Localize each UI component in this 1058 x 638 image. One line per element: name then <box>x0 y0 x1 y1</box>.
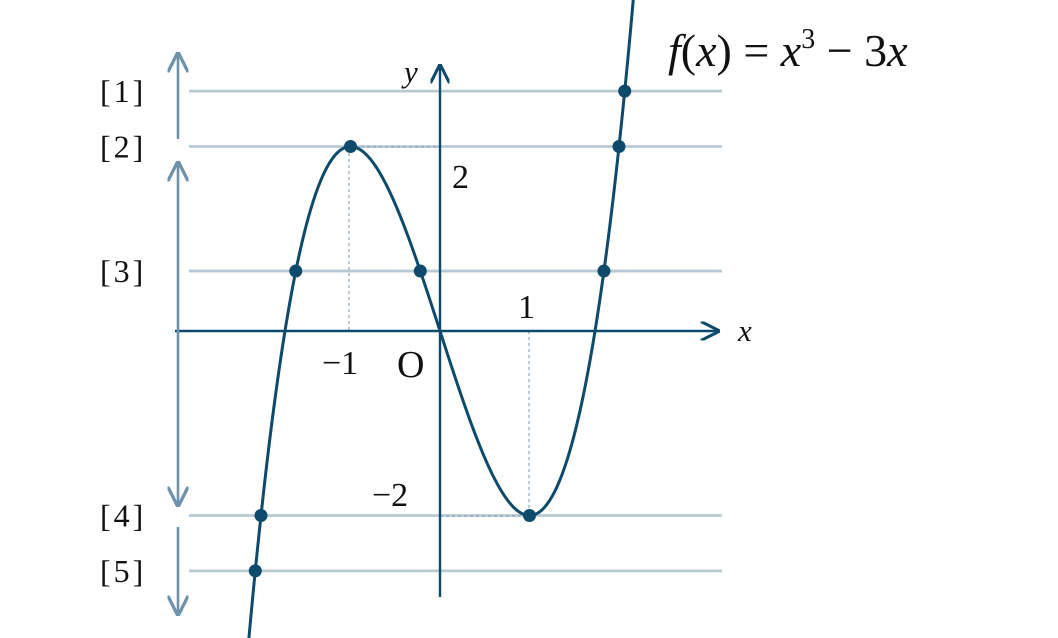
intersection-point-2-1 <box>344 140 357 153</box>
tick-label-x-1: 1 <box>518 289 535 326</box>
origin-label: O <box>397 344 424 386</box>
tick-label-x-neg1: −1 <box>322 345 358 382</box>
level-labels: [1] [2] [3] [4] [5] <box>100 73 146 589</box>
title-x-arg: x <box>695 25 717 76</box>
tick-label-y-neg2: −2 <box>372 477 408 514</box>
level-label-3: [3] <box>100 253 146 289</box>
intersection-point-3-3 <box>597 264 611 278</box>
y-axis-label: y <box>401 54 418 89</box>
x-axis-label: x <box>737 313 752 348</box>
tick-label-y-2: 2 <box>452 159 469 196</box>
title-rest: − 3 <box>815 25 887 76</box>
title-exponent: 3 <box>801 24 815 55</box>
function-title: f(x) = x3 − 3x <box>668 24 908 76</box>
level-label-2: [2] <box>100 129 146 165</box>
title-x-linear: x <box>886 25 908 76</box>
intersection-point-3-2 <box>413 264 427 278</box>
intersection-point-3-1 <box>289 264 303 278</box>
intersection-point-4-2 <box>523 509 536 522</box>
level-label-4: [4] <box>100 498 146 534</box>
title-open-paren: ( <box>681 25 696 76</box>
intersection-point-4-1 <box>254 509 268 522</box>
title-x-cubed-base: x <box>780 25 802 76</box>
intersection-point-2-2 <box>612 140 626 153</box>
level-label-1: [1] <box>100 73 146 109</box>
level-label-5: [5] <box>100 553 146 589</box>
intersection-point-5-1 <box>248 564 262 578</box>
level-lines <box>189 89 722 573</box>
cubic-curve <box>247 0 635 638</box>
intersection-points <box>248 84 632 578</box>
title-close-eq: ) = <box>717 25 781 76</box>
intersection-point-1-1 <box>618 84 632 98</box>
